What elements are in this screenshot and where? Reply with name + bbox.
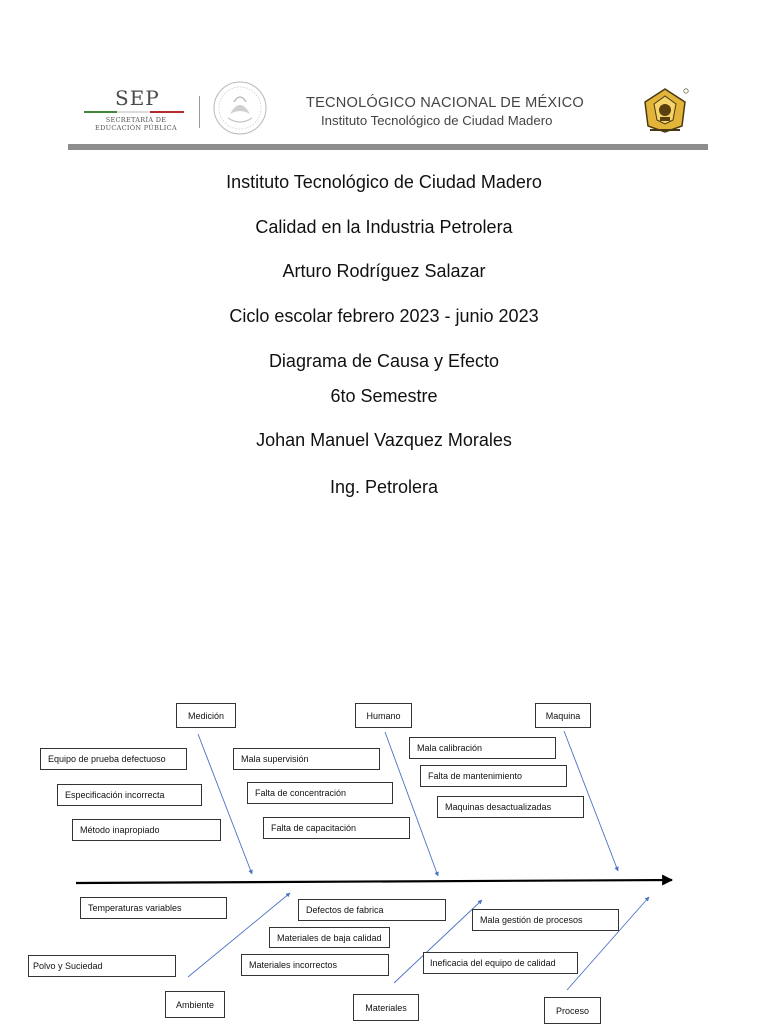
institution-campus: Instituto Tecnológico de Ciudad Madero bbox=[321, 113, 553, 128]
bone-materiales bbox=[393, 899, 483, 984]
cause-box: Polvo y Suciedad bbox=[28, 955, 176, 977]
category-humano: Humano bbox=[355, 703, 412, 728]
course-name: Calidad en la Industria Petrolera bbox=[255, 217, 513, 237]
document-title: Diagrama de Causa y Efecto bbox=[268, 351, 500, 371]
category-materiales: Materiales bbox=[353, 994, 419, 1021]
tec-madero-logo-icon bbox=[644, 88, 689, 133]
category-medicion: Medición bbox=[176, 703, 236, 728]
school-period: Ciclo escolar febrero 2023 - junio 2023 bbox=[229, 306, 539, 326]
cause-box: Método inapropiado bbox=[72, 819, 221, 841]
cause-box: Equipo de prueba defectuoso bbox=[40, 748, 187, 770]
category-maquina: Maquina bbox=[535, 703, 591, 728]
bone-ambiente bbox=[187, 892, 291, 978]
category-ambiente: Ambiente bbox=[165, 991, 225, 1018]
bone-humano bbox=[384, 731, 439, 877]
header-divider bbox=[199, 96, 200, 128]
sep-tricolor-line bbox=[84, 111, 184, 113]
cause-box: Especificación incorrecta bbox=[57, 784, 202, 806]
cause-box: Maquinas desactualizadas bbox=[437, 796, 584, 818]
cause-box: Falta de capacitación bbox=[263, 817, 410, 839]
sep-subtitle: SECRETARÍA DE EDUCACIÓN PÚBLICA bbox=[95, 116, 177, 132]
institution-name: TECNOLÓGICO NACIONAL DE MÉXICO bbox=[306, 95, 584, 111]
cause-box: Temperaturas variables bbox=[80, 897, 227, 919]
cause-box: Defectos de fabrica bbox=[298, 899, 446, 921]
student-name: Johan Manuel Vazquez Morales bbox=[256, 430, 512, 450]
header-rule bbox=[68, 144, 708, 150]
cause-box: Ineficacia del equipo de calidad bbox=[423, 952, 578, 974]
sep-wordmark: SEP bbox=[115, 86, 160, 110]
national-seal-icon bbox=[213, 81, 267, 135]
cause-box: Mala calibración bbox=[409, 737, 556, 759]
cause-box: Materiales de baja calidad bbox=[269, 927, 390, 948]
institute-name: Instituto Tecnológico de Ciudad Madero bbox=[226, 172, 542, 192]
semester: 6to Semestre bbox=[330, 386, 438, 406]
cause-box: Falta de mantenimiento bbox=[420, 765, 567, 787]
cause-box: Mala supervisión bbox=[233, 748, 380, 770]
cause-box: Materiales incorrectos bbox=[241, 954, 389, 976]
bone-medicion bbox=[197, 733, 253, 875]
category-proceso: Proceso bbox=[544, 997, 601, 1024]
bone-maquina bbox=[563, 730, 619, 872]
cause-box: Mala gestión de procesos bbox=[472, 909, 619, 931]
bone-proceso bbox=[566, 896, 650, 991]
teacher-name: Arturo Rodríguez Salazar bbox=[282, 261, 486, 281]
fishbone-spine bbox=[75, 874, 674, 886]
cause-box: Falta de concentración bbox=[247, 782, 393, 804]
career: Ing. Petrolera bbox=[329, 477, 439, 497]
